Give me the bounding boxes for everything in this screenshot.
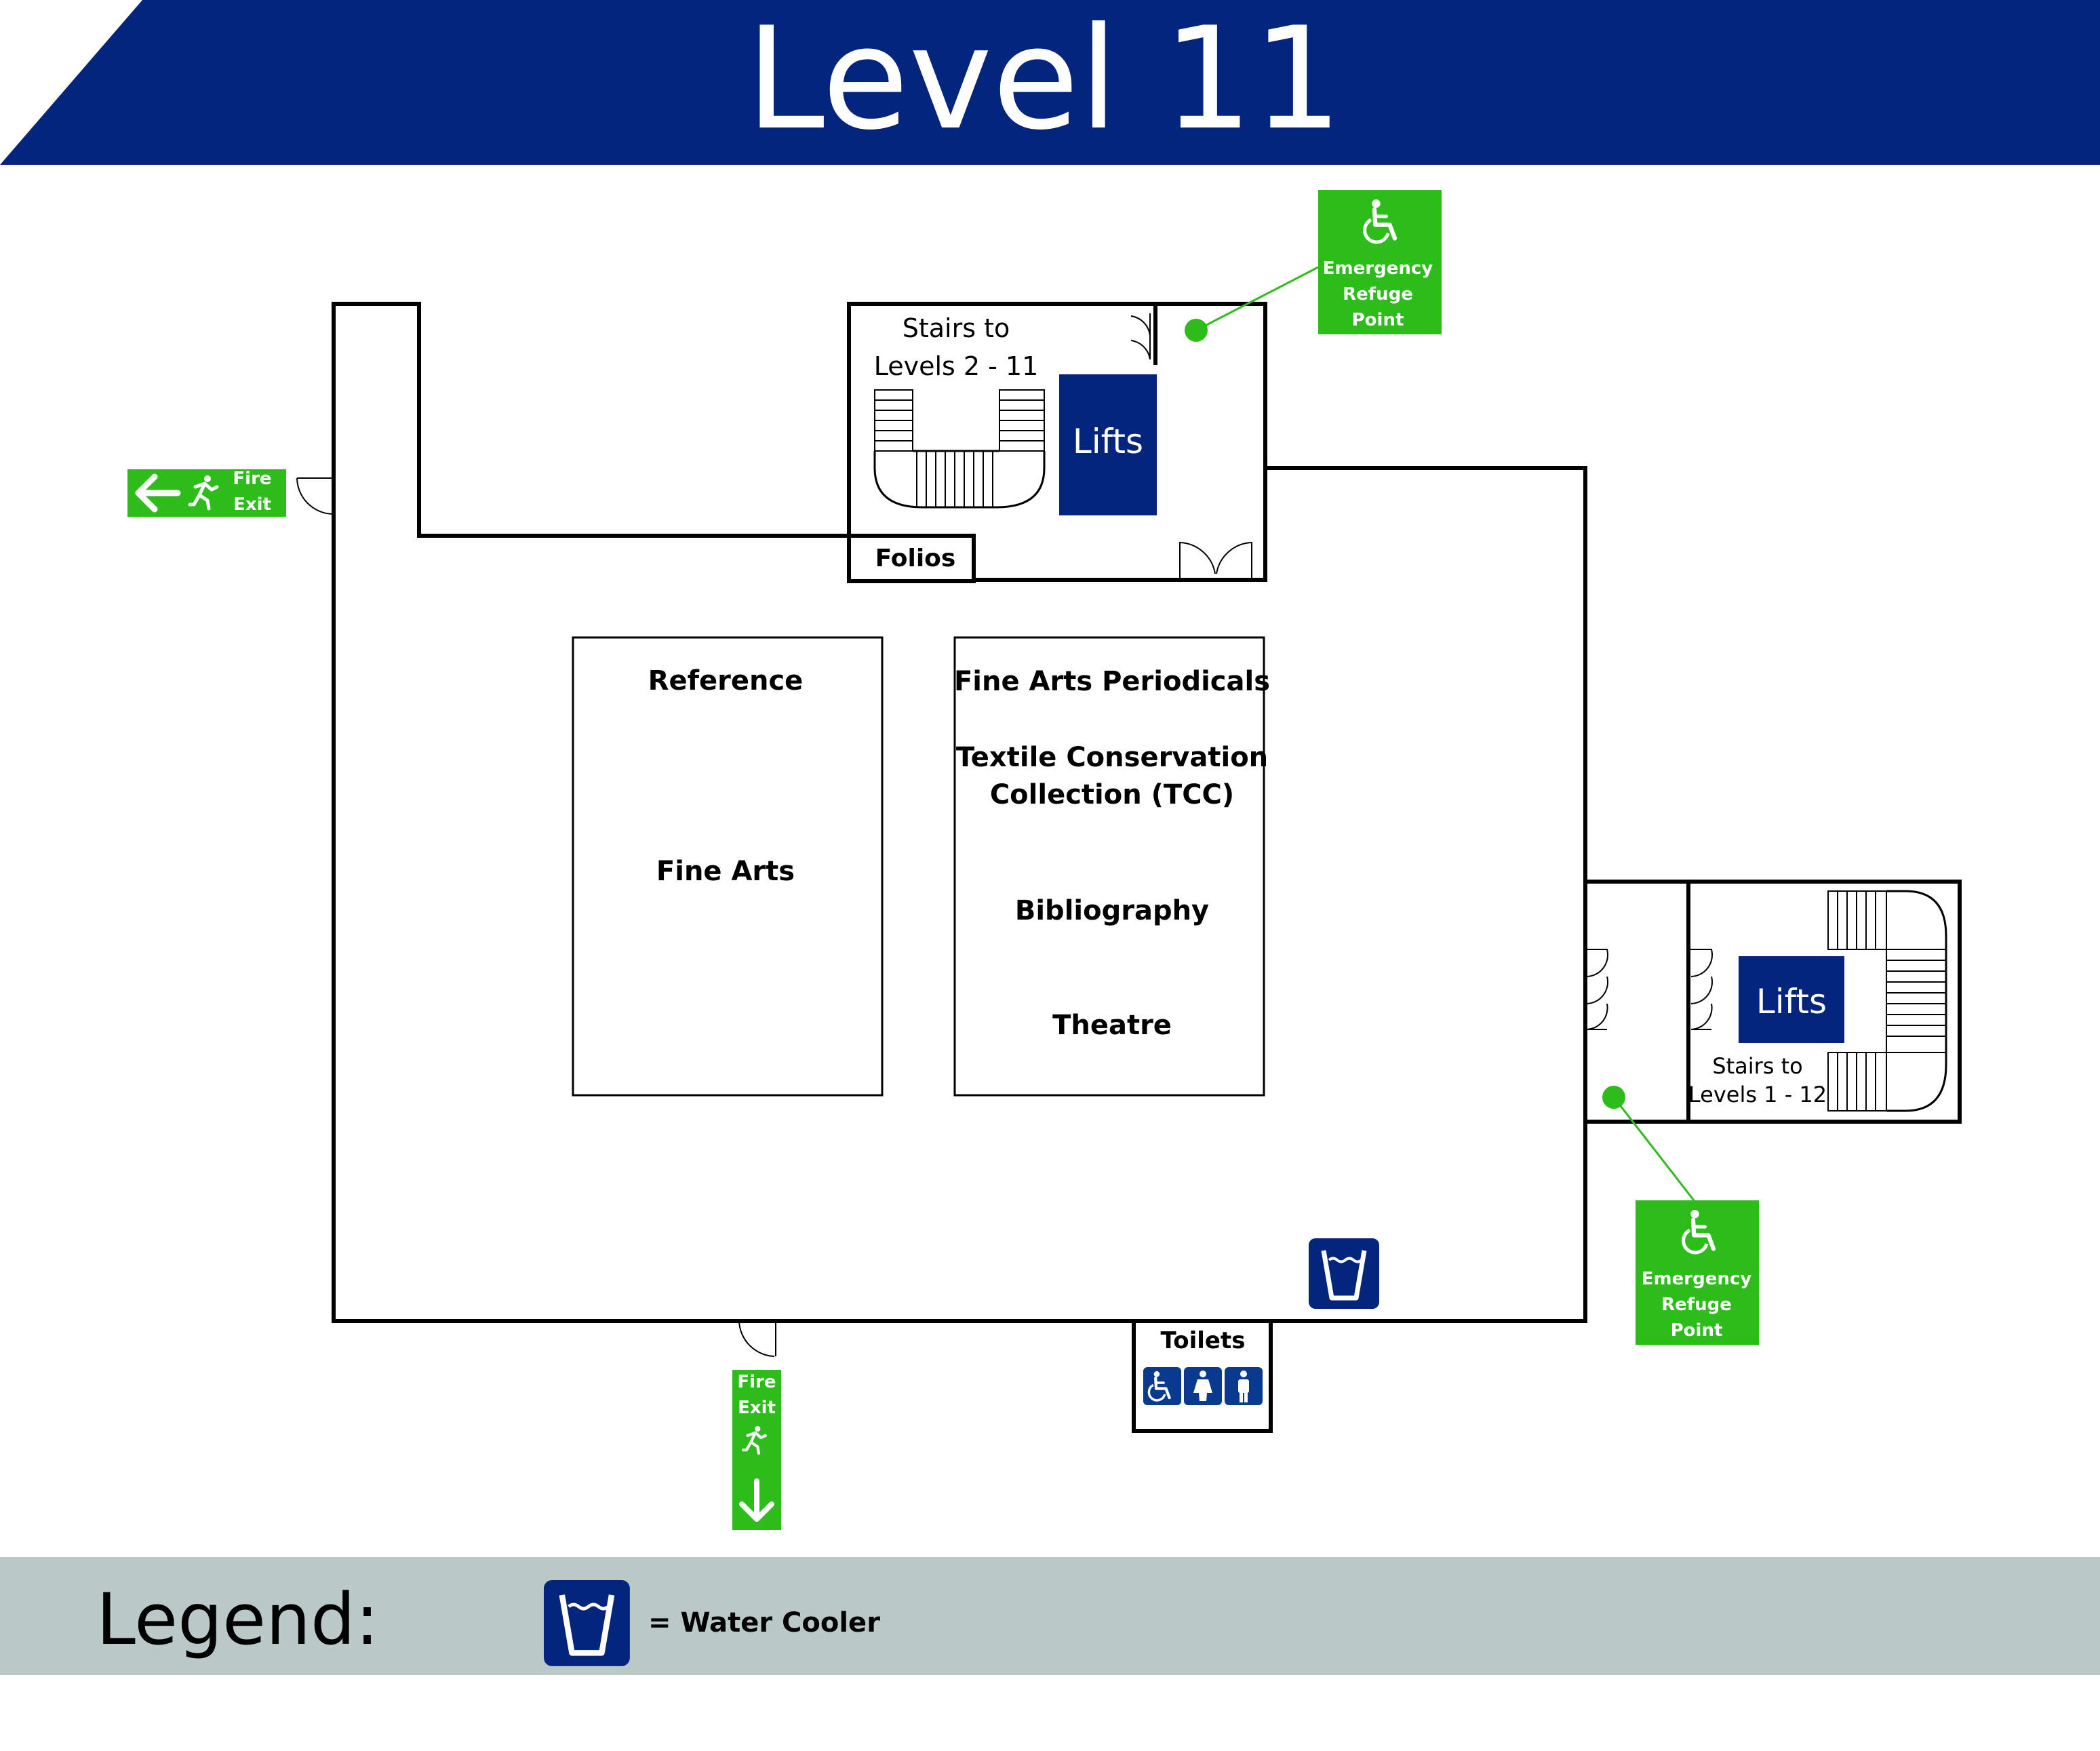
stairs-top-label-line2: Levels 2 - 11 xyxy=(874,351,1039,381)
fire-door-left xyxy=(296,477,334,515)
toilets-label: Toilets xyxy=(1161,1327,1246,1354)
refuge-top-line2: Refuge xyxy=(1343,284,1413,304)
refuge-right-line3: Point xyxy=(1671,1320,1723,1341)
main-floor-outline xyxy=(332,302,1587,1323)
folios-label: Folios xyxy=(875,545,956,572)
arrow-down-icon xyxy=(739,1478,774,1522)
stairs-top-label-line1: Stairs to xyxy=(903,313,1010,343)
lifts-right-label: Lifts xyxy=(1756,982,1827,1021)
top-core-walls xyxy=(847,302,1267,580)
refuge-sign-top xyxy=(1318,190,1442,334)
fine-arts-label: Fine Arts xyxy=(656,856,795,887)
shelving-block-right xyxy=(953,636,1265,1097)
door-top-core xyxy=(1130,313,1151,360)
lifts-top-label: Lifts xyxy=(1073,422,1143,461)
door-right-core-inner xyxy=(1690,949,1713,1030)
right-core-walls xyxy=(1585,880,1962,1124)
fire-door-bottom xyxy=(738,1320,776,1357)
textile-label-line2: Collection (TCC) xyxy=(990,779,1234,810)
toilets-room xyxy=(1132,1321,1273,1433)
shelving-block-left xyxy=(572,636,884,1097)
title-banner xyxy=(0,0,2100,165)
fire-exit-bottom-line1: Fire xyxy=(737,1372,776,1392)
theatre-label: Theatre xyxy=(1052,1010,1172,1041)
refuge-sign-right xyxy=(1636,1200,1759,1345)
door-right-core-outer xyxy=(1585,949,1609,1030)
folios-room xyxy=(849,534,976,580)
bibliography-label: Bibliography xyxy=(1015,895,1209,926)
textile-label-line1: Textile Conservation xyxy=(956,742,1268,773)
reference-label: Reference xyxy=(648,665,804,696)
lifts-top xyxy=(1059,374,1157,515)
stairs-right-label-line1: Stairs to xyxy=(1712,1053,1802,1079)
lifts-right xyxy=(1739,956,1844,1043)
legend-water-cooler-label: = Water Cooler xyxy=(648,1607,880,1638)
door-top-core-lower xyxy=(1179,541,1252,580)
refuge-top-line1: Emergency xyxy=(1323,258,1433,279)
fine-arts-periodicals-label: Fine Arts Periodicals xyxy=(954,666,1270,697)
stairs-right xyxy=(1827,890,1947,1112)
fire-exit-left-line2: Exit xyxy=(233,494,271,515)
page-title: Level 11 xyxy=(746,0,1343,161)
refuge-top-line3: Point xyxy=(1352,310,1404,330)
fire-exit-bottom-line2: Exit xyxy=(738,1398,776,1418)
legend-heading: Legend: xyxy=(96,1578,379,1661)
stairs-right-label-line2: Levels 1 - 12 xyxy=(1688,1082,1827,1107)
wheelchair-icon xyxy=(1143,1367,1181,1405)
arrow-left-icon xyxy=(135,473,181,513)
water-cooler-icon xyxy=(544,1580,630,1666)
water-cooler-icon xyxy=(1309,1238,1379,1309)
refuge-right-line1: Emergency xyxy=(1642,1269,1751,1289)
stairs-top xyxy=(873,389,1046,509)
legend-bar xyxy=(0,1557,2100,1675)
fire-exit-left-line1: Fire xyxy=(233,469,271,489)
refuge-right-line2: Refuge xyxy=(1661,1295,1732,1315)
